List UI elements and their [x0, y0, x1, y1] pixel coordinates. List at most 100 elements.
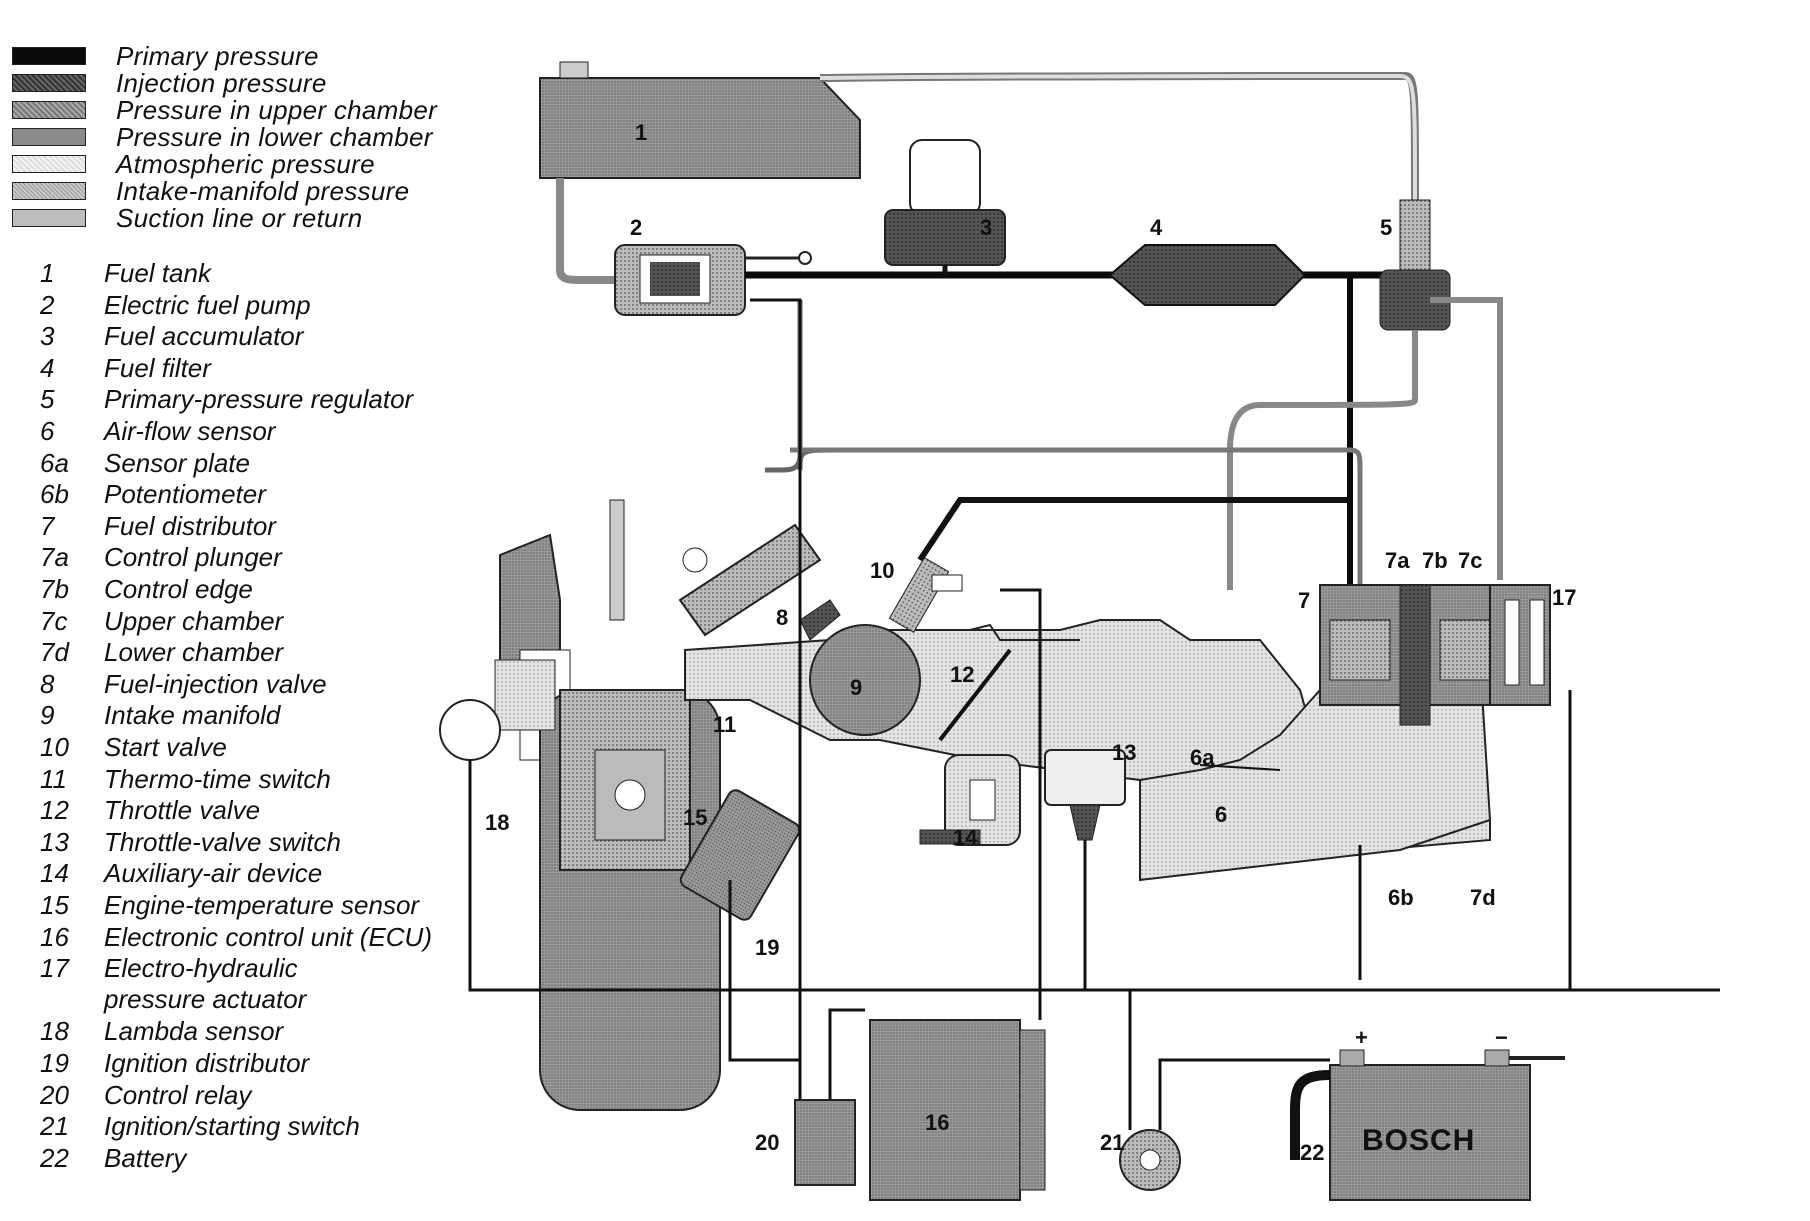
- legend-label: Pressure in upper chamber: [116, 94, 438, 125]
- legend-row-atmospheric: Atmospheric pressure: [12, 149, 375, 179]
- part-name: Air-flow sensor: [104, 416, 276, 446]
- part-name: Engine-temperature sensor: [104, 890, 420, 920]
- part-number: 22: [40, 1142, 69, 1173]
- part-number: 4: [40, 352, 55, 383]
- battery: [1290, 1049, 1565, 1201]
- part-number: 7a: [40, 542, 69, 573]
- part-number: 5: [40, 384, 55, 415]
- label-pump: 2: [630, 215, 642, 240]
- part-name: Fuel accumulator: [104, 321, 304, 352]
- part-number: 12: [40, 795, 69, 826]
- part-number: 14: [40, 858, 69, 889]
- engine: [494, 533, 721, 1111]
- part-number: 7b: [40, 574, 69, 604]
- plenum: [809, 624, 921, 736]
- part-number: 6b: [40, 479, 69, 510]
- label-start-valve: 10: [870, 558, 894, 583]
- legend-label: Atmospheric pressure: [116, 148, 375, 179]
- ignition-distributor: [679, 789, 801, 921]
- part-name: Lower chamber: [104, 637, 284, 668]
- label-throttle-switch: 13: [1112, 740, 1136, 765]
- electric-fuel-pump: [614, 244, 812, 316]
- battery-brand: BOSCH: [1362, 1124, 1475, 1157]
- fuel-injection-diagram: 1 2 3 4 5 6 6a 6b 7 7a 7b 7c 7d 8 9 10 1…: [439, 0, 1810, 1216]
- start-valve: [888, 557, 963, 633]
- part-name: Primary-pressure regulator: [104, 384, 414, 415]
- legend: Primary pressure Injection pressure Pres…: [0, 0, 470, 1216]
- swatch-primary-pressure: [12, 47, 86, 65]
- part-number: 7: [40, 510, 55, 541]
- label-sensor-plate: 6a: [1190, 745, 1215, 770]
- swatch-lower-chamber: [12, 128, 86, 146]
- label-temp-sensor: 15: [683, 805, 707, 830]
- label-filter: 4: [1150, 215, 1163, 240]
- label-thermo-switch: 11: [713, 712, 736, 737]
- part-name: Intake manifold: [104, 700, 281, 731]
- label-ign-distributor: 19: [755, 935, 779, 960]
- part-name: Control relay: [104, 1079, 252, 1110]
- part-name: Fuel filter: [104, 352, 211, 383]
- part-name: Fuel tank: [104, 258, 211, 288]
- part-name: Start valve: [104, 732, 227, 762]
- spark-plug: [609, 499, 625, 621]
- part-name: Fuel-injection valve: [104, 668, 327, 699]
- part-name: Thermo-time switch: [104, 763, 331, 794]
- legend-label: Injection pressure: [116, 67, 327, 98]
- label-airflow-sensor: 6: [1215, 802, 1227, 827]
- part-row: 8 Fuel-injection valve: [40, 669, 327, 699]
- part-number: 17: [40, 953, 69, 984]
- label-lower-chamber: 7d: [1470, 885, 1496, 910]
- part-row: 5 Primary-pressure regulator: [40, 384, 413, 414]
- part-number: 8: [40, 668, 55, 699]
- part-name: Electronic control unit (ECU): [104, 921, 432, 952]
- part-row: 9 Intake manifold: [40, 700, 280, 730]
- part-number: 16: [40, 921, 69, 952]
- sensor-plate: [1199, 764, 1281, 771]
- part-number: 19: [40, 1048, 69, 1078]
- electro-hydraulic-actuator: [1489, 584, 1551, 706]
- auxiliary-air-device: [919, 754, 1021, 846]
- part-number: 6: [40, 416, 55, 446]
- part-name: Throttle valve: [104, 795, 261, 826]
- part-number: 20: [40, 1079, 69, 1110]
- part-number: 9: [40, 700, 55, 731]
- fuel-distributor: [1319, 584, 1511, 726]
- part-row: 6 Air-flow sensor: [40, 416, 275, 446]
- label-actuator: 17: [1552, 585, 1576, 610]
- part-name: Auxiliary-air device: [104, 858, 323, 889]
- label-aux-air: 14: [953, 825, 978, 850]
- part-row: 12 Throttle valve: [40, 795, 260, 825]
- part-row: 4 Fuel filter: [40, 353, 211, 383]
- control-relay: [794, 1099, 856, 1186]
- part-name: Fuel distributor: [104, 510, 276, 541]
- primary-pressure-regulator: [1379, 199, 1451, 331]
- legend-label: Pressure in lower chamber: [116, 121, 433, 152]
- part-number: 2: [40, 289, 55, 320]
- legend-row-primary-pressure: Primary pressure: [12, 41, 319, 71]
- battery-plus: +: [1355, 1025, 1368, 1050]
- label-control-plunger: 7a: [1385, 548, 1410, 573]
- electronic-control-unit: [869, 1019, 1046, 1201]
- swatch-injection-pressure: [12, 74, 86, 92]
- part-number: 15: [40, 890, 69, 920]
- label-relay: 20: [755, 1130, 779, 1155]
- wiring: [468, 298, 1720, 1130]
- label-ecu: 16: [925, 1110, 949, 1135]
- label-lambda: 18: [485, 810, 509, 835]
- label-battery: 22: [1300, 1140, 1324, 1165]
- label-throttle-valve: 12: [950, 662, 974, 687]
- part-number: 11: [40, 763, 67, 794]
- diagram-svg: 1 2 3 4 5 6 6a 6b 7 7a 7b 7c 7d 8 9 10 1…: [439, 61, 1720, 1201]
- label-injection-valve: 8: [776, 605, 788, 630]
